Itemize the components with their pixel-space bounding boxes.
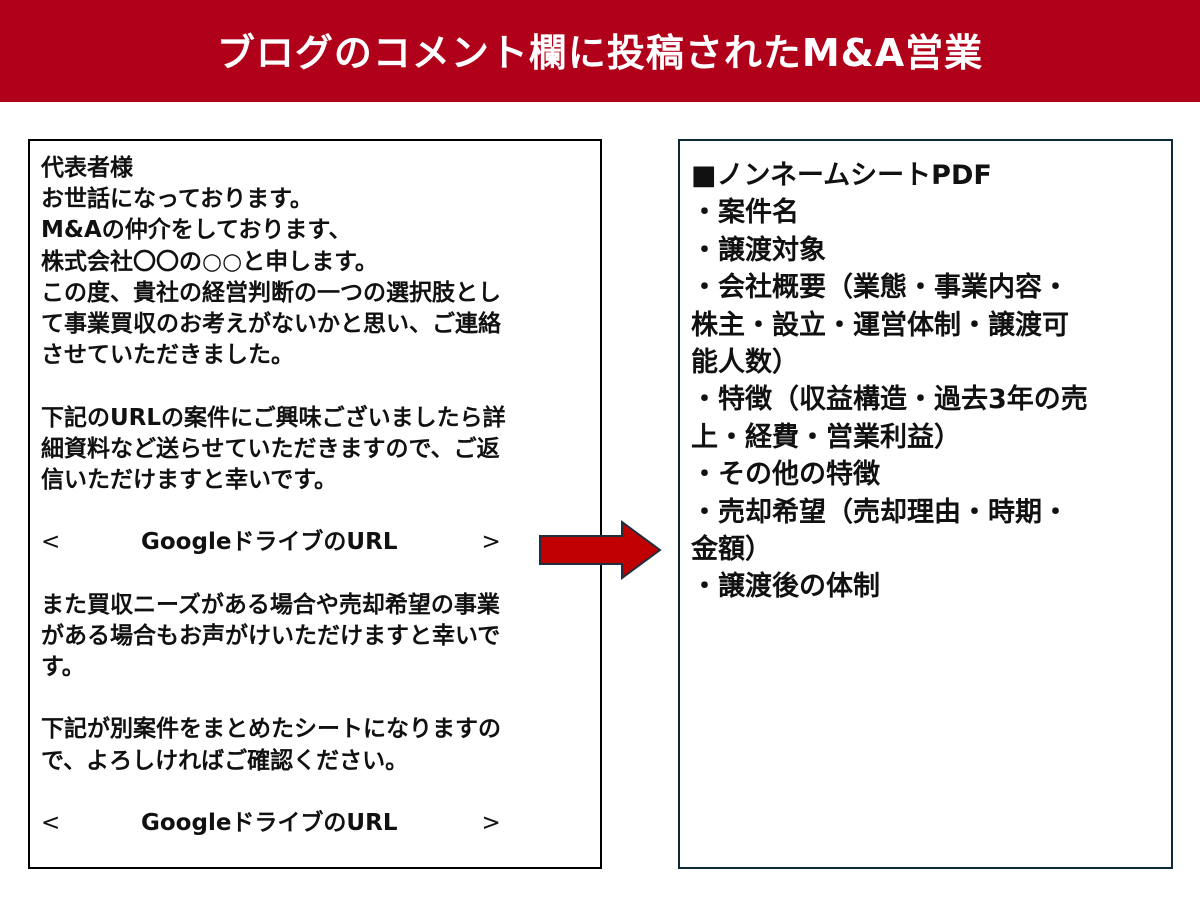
comment-text: 代表者様 お世話になっております。 M&Aの仲介をしております、 株式会社〇〇の… [41,153,591,839]
page-title: ブログのコメント欄に投稿されたM&A営業 [216,30,984,75]
close-bracket: > [481,809,501,836]
sheet-item: ・案件名 [691,197,799,229]
comment-line: 細資料など送らせていただきますので、ご返 [41,435,500,462]
comment-line: す。 [41,654,85,680]
comment-line: お世話になっております。 [41,186,313,213]
comment-line: 信いただけますと幸いです。 [41,466,338,493]
sheet-item: 金額） [691,533,772,565]
url-label[interactable]: GoogleドライブのURL [141,529,398,556]
sheet-item: ・特徴（収益構造・過去3年の売 [691,384,1088,416]
blank-line [41,683,591,714]
comment-line: て事業買収のお考えがないかと思い、ご連絡 [41,310,501,337]
close-bracket: > [481,529,501,556]
comment-line: また買収ニーズがある場合や売却希望の事業 [41,591,500,618]
sheet-item: ・譲渡後の体制 [691,571,880,603]
google-drive-url-link-1[interactable]: < GoogleドライブのURL > [41,527,591,558]
comment-line: で、よろしければご確認ください。 [41,747,409,774]
blank-line [41,558,591,589]
blog-comment-box: 代表者様 お世話になっております。 M&Aの仲介をしております、 株式会社〇〇の… [28,139,602,869]
comment-line: がある場合もお声がけいただけますと幸いで [41,622,501,649]
open-bracket: < [41,529,61,556]
non-name-sheet-box: ■ノンネームシートPDF ・案件名 ・譲渡対象 ・会社概要（業態・事業内容・ 株… [678,139,1173,869]
sheet-item: ・売却希望（売却理由・時期・ [691,496,1069,528]
url-label[interactable]: GoogleドライブのURL [141,809,398,836]
header-banner: ブログのコメント欄に投稿されたM&A営業 [0,0,1200,102]
comment-line: させていただきました。 [41,342,294,369]
sheet-item: 株主・設立・運営体制・譲渡可 [691,309,1069,341]
blank-line [41,777,591,808]
sheet-item: ・その他の特徴 [691,459,880,491]
comment-line: 株式会社〇〇の○○と申します。 [41,248,378,275]
comment-line: 下記のURLの案件にご興味ございましたら詳 [41,404,506,431]
sheet-heading: ■ノンネームシートPDF [691,160,992,191]
blank-line [41,371,591,402]
blank-line [41,496,591,527]
right-arrow-icon [539,520,662,580]
sheet-item: 上・経費・営業利益） [691,421,961,453]
comment-line: 下記が別案件をまとめたシートになりますの [41,716,501,743]
comment-line: この度、貴社の経営判断の一つの選択肢とし [41,279,501,306]
sheet-item: ・譲渡対象 [691,234,826,266]
sheet-item: 能人数） [691,346,799,378]
sheet-contents: ■ノンネームシートPDF ・案件名 ・譲渡対象 ・会社概要（業態・事業内容・ 株… [691,157,1166,606]
open-bracket: < [41,809,61,836]
sheet-item: ・会社概要（業態・事業内容・ [691,272,1069,304]
google-drive-url-link-2[interactable]: < GoogleドライブのURL > [41,808,591,839]
comment-line: 代表者様 [41,155,133,181]
comment-line: M&Aの仲介をしております、 [41,217,352,244]
